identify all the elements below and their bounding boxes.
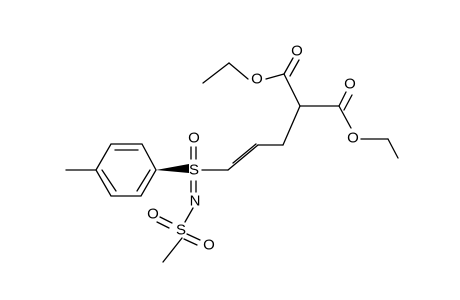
ring-double-bond-2 xyxy=(136,169,151,192)
wedge-bond-ring-sulfur xyxy=(156,164,189,173)
bond-vinyl-double-a xyxy=(227,144,259,171)
bond-methine-ester-1 xyxy=(283,73,301,107)
bond-ester-1-ethyl-b xyxy=(202,62,230,84)
ring-double-bond-3 xyxy=(101,169,117,192)
atom-o-ester-2: O xyxy=(347,130,359,147)
bond-sulfonyl-oxygen-1b xyxy=(156,221,170,229)
atom-s-sulfonyl: S xyxy=(176,222,186,239)
bond-vinyl-double-b xyxy=(232,143,257,164)
bond-nitrogen-sulfonyl xyxy=(184,207,194,223)
bond-layer xyxy=(65,57,399,263)
bond-ester-1-carbonyl-a xyxy=(283,57,294,75)
bond-ester-2-oxygen xyxy=(338,105,352,129)
bond-sulfonyl-oxygen-1a xyxy=(159,216,173,224)
atom-o-ester-1: O xyxy=(251,71,263,88)
bond-ester-1-carbonyl-b xyxy=(289,59,300,77)
atom-o-sulfoximine: O xyxy=(188,130,200,147)
atom-label-layer: O O O O S O N S O O xyxy=(147,43,359,254)
bond-sulfonyl-methyl xyxy=(162,237,183,263)
bond-ester-2-carbonyl-b xyxy=(343,94,353,111)
bond-sulfonyl-oxygen-2b xyxy=(183,238,198,246)
atom-n-imine: N xyxy=(190,193,201,210)
atom-o-sulfonyl-2: O xyxy=(203,237,215,254)
bond-allyl-methine xyxy=(282,105,301,146)
aromatic-ring xyxy=(95,143,157,197)
bond-sulfonyl-oxygen-2a xyxy=(186,233,201,241)
bond-ester-1-oxygen xyxy=(265,73,285,80)
atom-o-carbonyl-1: O xyxy=(291,43,303,60)
bond-ester-1-ethyl-a xyxy=(228,62,249,80)
atom-s-sulfoximine: S xyxy=(189,162,199,179)
atom-o-carbonyl-2: O xyxy=(344,76,356,93)
bond-ester-2-carbonyl-a xyxy=(338,91,347,107)
atom-o-sulfonyl-1: O xyxy=(147,206,159,223)
bond-ester-2-ethyl-b xyxy=(387,138,399,159)
